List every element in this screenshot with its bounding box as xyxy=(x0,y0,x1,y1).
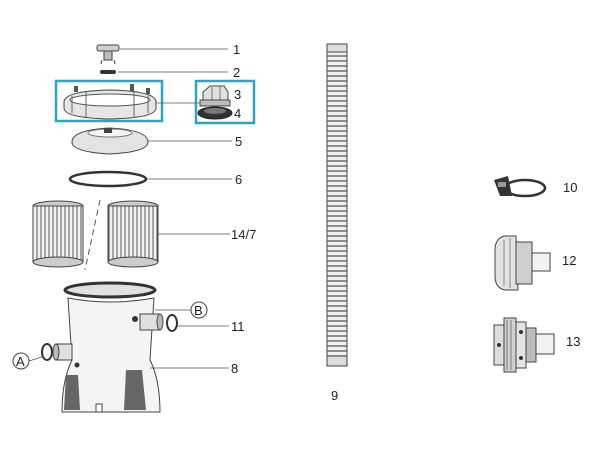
highlight-box-cap-ring xyxy=(194,79,256,125)
filter-cartridge-right xyxy=(107,200,159,268)
part-number-1: 1 xyxy=(233,42,240,57)
air-release-valve xyxy=(96,44,120,65)
part-number-4: 4 xyxy=(234,106,241,121)
port-a-label: A xyxy=(16,354,25,369)
part-number-2: 2 xyxy=(233,65,240,80)
highlight-box-cover-ring xyxy=(54,79,164,123)
part-number-6: 6 xyxy=(235,172,242,187)
hose xyxy=(326,43,348,367)
part-number-5: 5 xyxy=(235,134,242,149)
filter-cartridge-left xyxy=(32,200,84,268)
part-number-11: 11 xyxy=(231,319,245,334)
part-number-13: 13 xyxy=(566,334,580,349)
part-number-8: 8 xyxy=(231,361,238,376)
part-number-9: 9 xyxy=(331,388,338,403)
cover-ring xyxy=(63,84,157,120)
hose-clamp xyxy=(494,176,547,198)
connector-nut xyxy=(494,235,551,291)
part-number-3: 3 xyxy=(234,87,241,102)
port-b-label: B xyxy=(194,303,203,318)
small-o-ring xyxy=(100,70,116,74)
part-number-12: 12 xyxy=(562,253,576,268)
port-a-fitting xyxy=(41,343,73,361)
cap-and-ring-parts xyxy=(197,85,233,120)
filter-cover xyxy=(71,127,149,155)
pump-housing xyxy=(61,281,161,413)
part-number-10: 10 xyxy=(563,180,577,195)
port-b-fitting xyxy=(139,313,178,332)
part-number-14-7: 14/7 xyxy=(231,227,256,242)
large-o-ring xyxy=(68,170,148,188)
separator-dash xyxy=(84,199,101,271)
valve-fitting xyxy=(493,317,555,373)
